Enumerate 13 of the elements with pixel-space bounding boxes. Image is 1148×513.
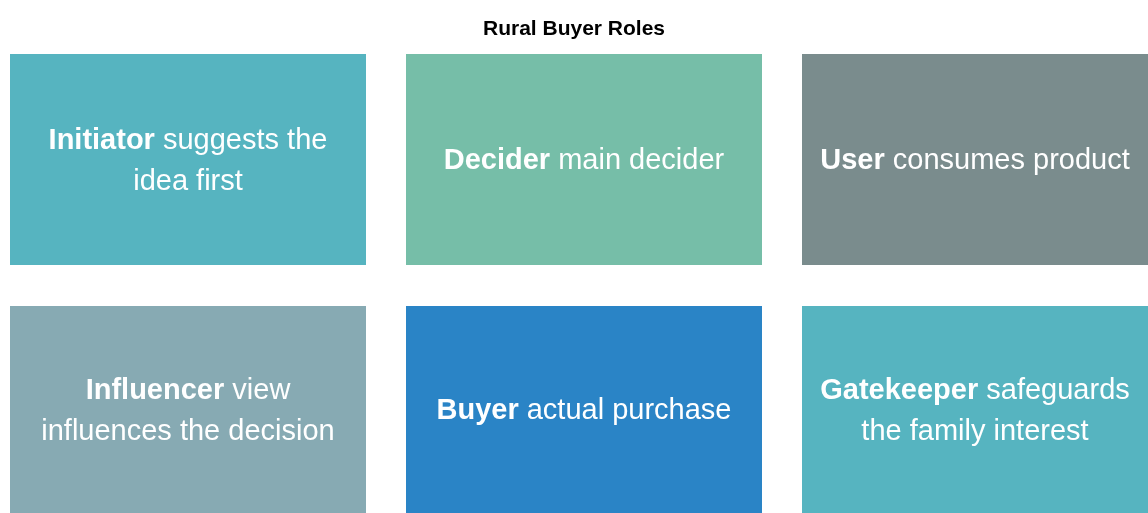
- diagram-title: Rural Buyer Roles: [482, 16, 666, 40]
- role-box: [10, 306, 366, 513]
- role-box: [10, 54, 366, 265]
- role-description: Decider main decider: [443, 142, 725, 177]
- role-box: [406, 306, 762, 513]
- role-description: Gatekeeper safeguards the family interest: [819, 371, 1131, 448]
- role-description: Initiator suggests the idea first: [47, 121, 329, 198]
- role-box: [802, 306, 1148, 513]
- role-description: User consumes product: [820, 142, 1130, 177]
- role-box: [406, 54, 762, 265]
- role-description: Influencer view influences the decision: [40, 371, 336, 448]
- role-description: Buyer actual purchase: [436, 392, 732, 427]
- role-box: [802, 54, 1148, 265]
